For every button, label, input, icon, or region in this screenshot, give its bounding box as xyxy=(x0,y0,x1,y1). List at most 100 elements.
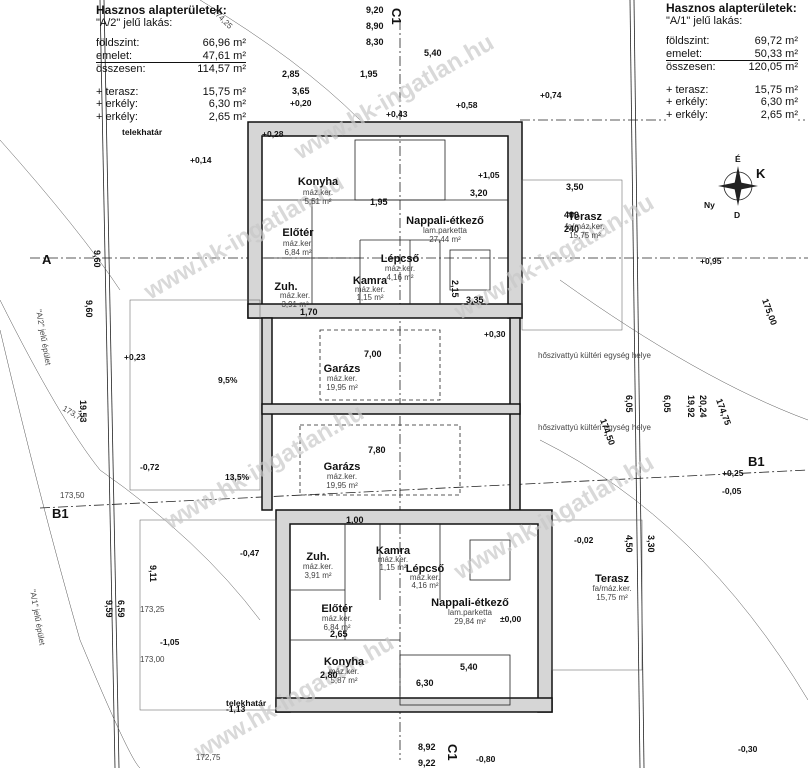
plan-label: B1 xyxy=(52,506,69,521)
plan-label: 2,85 xyxy=(282,69,300,79)
row-value: 114,57 m² xyxy=(197,63,246,75)
plan-label: 2,65 xyxy=(330,629,348,639)
plan-label: telekhatár xyxy=(226,698,267,708)
plan-label: 7,80 xyxy=(368,445,386,455)
plan-label: Kamra xyxy=(376,545,411,557)
plan-label: 3,35 xyxy=(466,295,484,305)
plan-stroke xyxy=(521,179,623,331)
row-label: földszint: xyxy=(666,35,710,47)
plan-label: 400 xyxy=(564,210,579,220)
row-value: 47,61 m² xyxy=(202,49,246,62)
plan-label: máz.ker. xyxy=(303,562,333,571)
plan-label: fa/máz.ker. xyxy=(592,584,631,593)
plan-label: Lépcső xyxy=(406,563,445,575)
plan-label: D xyxy=(734,210,740,220)
plan-label: www.hk-ingatlan.hu xyxy=(289,29,499,166)
plan-stroke xyxy=(0,139,121,291)
plan-stroke xyxy=(551,519,643,671)
area-table-a1: Hasznos alapterületek: "A/1" jelű lakás:… xyxy=(666,2,798,121)
plan-label: 9,59 xyxy=(104,600,114,618)
plan-stroke xyxy=(99,0,116,768)
row-label: összesen: xyxy=(666,61,716,73)
row-value: 6,30 m² xyxy=(208,98,246,110)
plan-label: 13,5% xyxy=(225,472,250,482)
plan-label: +0,14 xyxy=(190,155,212,165)
plan-label: +0,20 xyxy=(290,98,312,108)
plan-label: 9,60 xyxy=(84,300,94,318)
plan-label: 8,30 xyxy=(366,37,384,47)
plan-label: 29,84 m² xyxy=(454,617,486,626)
row-value: 15,75 m² xyxy=(754,83,798,96)
plan-label: -1,05 xyxy=(160,637,180,647)
plan-label: 2,80 xyxy=(320,670,338,680)
plan-stroke xyxy=(0,329,141,768)
plan-label: 5,40 xyxy=(424,48,442,58)
area-table-a2: Hasznos alapterületek: "A/2" jelű lakás:… xyxy=(96,4,246,123)
plan-label: 1,00 xyxy=(346,515,364,525)
plan-label: Nappali-étkező xyxy=(431,597,509,609)
plan-label: -0,30 xyxy=(738,744,758,754)
plan-label: máz.ker. xyxy=(329,667,359,676)
plan-stroke xyxy=(299,424,461,496)
plan-stroke xyxy=(629,0,641,768)
plan-label: 19,95 m² xyxy=(326,383,358,392)
row-label: + erkély: xyxy=(96,98,138,110)
plan-stroke xyxy=(199,0,361,121)
plan-label: máz.ker. xyxy=(410,573,440,582)
row-label: emelet: xyxy=(666,47,703,60)
plan-stroke xyxy=(103,0,120,768)
plan-label: Lépcső xyxy=(381,253,420,265)
plan-label: 7,00 xyxy=(364,349,382,359)
plan-label: 4,16 m² xyxy=(386,273,413,282)
plan-label: +0,58 xyxy=(456,100,478,110)
plan-label: 9,11 xyxy=(148,565,158,582)
row-value: 66,96 m² xyxy=(202,37,246,49)
plan-label: Garázs xyxy=(324,461,361,473)
plan-stroke xyxy=(354,139,446,201)
plan-label: 15,75 m² xyxy=(569,231,601,240)
row-label: + terasz: xyxy=(96,85,139,98)
plan-label: K xyxy=(756,166,766,181)
plan-label: 5,87 m² xyxy=(330,676,357,685)
plan-label: hőszivattyú kültéri egység helye xyxy=(538,423,652,432)
plan-label: 1,15 m² xyxy=(379,563,406,572)
plan-label: +0,28 xyxy=(262,129,284,139)
plan-label: 8,90 xyxy=(366,21,384,31)
plan-label: "A/1" jelű épület xyxy=(28,589,47,647)
plan-label: 4,16 m² xyxy=(411,581,438,590)
table-title: Hasznos alapterületek: xyxy=(96,3,227,17)
plan-label: 3,20 xyxy=(470,188,488,198)
plan-label: 173,25 xyxy=(140,605,165,614)
plan-label: 9,20 xyxy=(366,5,384,15)
plan-label: hőszivattyú kültéri egység helye xyxy=(538,351,652,360)
plan-stroke xyxy=(0,299,261,621)
plan-label: 6,05 xyxy=(624,395,634,413)
plan-label: 6,84 m² xyxy=(284,248,311,257)
plan-label: máz.ker. xyxy=(355,285,385,294)
plan-label: 9,60 xyxy=(92,250,102,268)
garages xyxy=(261,317,521,511)
plan-label: máz.ker. xyxy=(322,614,352,623)
plan-label: 172,75 xyxy=(196,753,221,762)
plan-label: 1,95 xyxy=(370,197,388,207)
plan-label: Terasz xyxy=(595,573,630,585)
plan-label: fa/máz.ker. xyxy=(565,222,604,231)
plan-label: +0,30 xyxy=(484,329,506,339)
plan-label: +0,23 xyxy=(124,352,146,362)
plan-label: 9,5% xyxy=(218,375,238,385)
plan-label: -0,02 xyxy=(574,535,594,545)
plan-label: +0,95 xyxy=(700,256,722,266)
plan-label: -0,72 xyxy=(140,462,160,472)
plan-label: 3,50 xyxy=(566,182,584,192)
row-value: 2,65 m² xyxy=(208,110,246,123)
plan-label: máz.ker. xyxy=(385,264,415,273)
plan-label: máz.ker. xyxy=(303,188,333,197)
table-title: Hasznos alapterületek: xyxy=(666,1,797,15)
plan-label: Konyha xyxy=(298,176,339,188)
terraces xyxy=(129,179,643,711)
plan-label: Konyha xyxy=(324,656,365,668)
plan-label: Előtér xyxy=(282,227,314,239)
plan-label: 4,50 xyxy=(624,535,634,553)
plan-label: 19,53 xyxy=(78,400,88,423)
plan-stroke xyxy=(39,469,808,509)
